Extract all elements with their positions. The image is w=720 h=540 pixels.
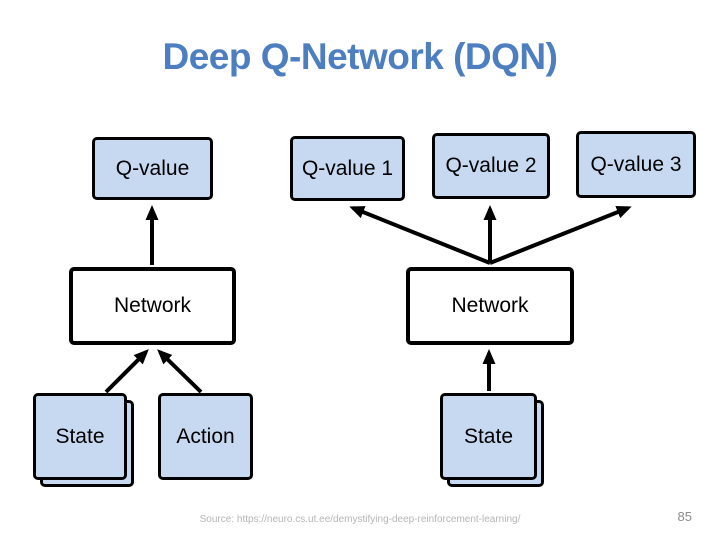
box-qvalue2-label: Q-value 2 [445, 154, 537, 177]
box-qvalue3-label: Q-value 3 [590, 152, 682, 176]
box-network-left: Network [69, 267, 236, 345]
box-qvalue2: Q-value 2 [432, 133, 550, 199]
box-qvalue3: Q-value 3 [576, 131, 696, 198]
box-qvalue1-label: Q-value 1 [301, 156, 394, 180]
source-citation: Source: https://neuro.cs.ut.ee/demystify… [199, 514, 521, 525]
box-qvalue: Q-value [92, 137, 213, 200]
box-action-label: Action [176, 424, 235, 448]
arrow-action-to-left-network [157, 349, 203, 394]
box-network-right: Network [406, 267, 574, 345]
box-state-right-label: State [463, 424, 514, 448]
box-state-right: State [440, 393, 537, 480]
slide-title: Deep Q-Network (DQN) [162, 36, 558, 77]
arrow-right-network-to-qvalue1 [349, 206, 491, 265]
arrow-right-network-to-qvalue3 [489, 206, 632, 265]
box-qvalue1: Q-value 1 [290, 136, 405, 201]
box-network-left-label: Network [113, 294, 192, 317]
box-network-right-label: Network [451, 294, 529, 317]
arrow-state-to-left-network [104, 349, 149, 394]
box-action: Action [158, 393, 253, 480]
box-qvalue-label: Q-value [115, 156, 190, 180]
box-state-left: State [33, 393, 127, 480]
page-number: 85 [677, 509, 692, 524]
box-state-left-label: State [55, 424, 105, 448]
